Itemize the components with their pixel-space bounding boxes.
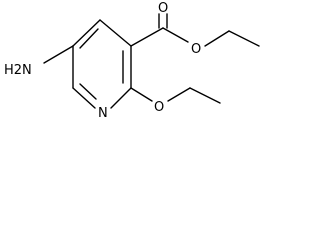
bond-c4-c5 <box>72 19 101 47</box>
ether-oxygen-label: O <box>154 100 164 115</box>
bond-c4-c5-double <box>79 28 99 49</box>
bond-c5-nh2 <box>43 45 74 64</box>
bond-ch2-ch3-ester <box>228 30 260 47</box>
ring-nitrogen-label: N <box>98 106 108 121</box>
bond-c2-oether <box>130 87 153 102</box>
amine-label: H2N <box>4 63 32 78</box>
bond-c6-n1-double <box>79 83 97 100</box>
carbonyl-oxygen-label: O <box>158 1 168 16</box>
bond-oester-ch2 <box>204 30 230 47</box>
bond-c6-n1 <box>72 87 96 109</box>
bond-n1-c2 <box>110 87 132 109</box>
bond-c3-c4 <box>99 19 132 47</box>
bond-c3-carbonyl <box>130 27 164 47</box>
bond-carbonyl-oester <box>162 27 189 43</box>
bond-oether-ch2 <box>167 87 191 102</box>
ester-oxygen-label: O <box>191 42 201 57</box>
bond-ch2-ch3-ether <box>189 87 221 104</box>
chemical-structure: H2N N O O O <box>4 1 260 121</box>
